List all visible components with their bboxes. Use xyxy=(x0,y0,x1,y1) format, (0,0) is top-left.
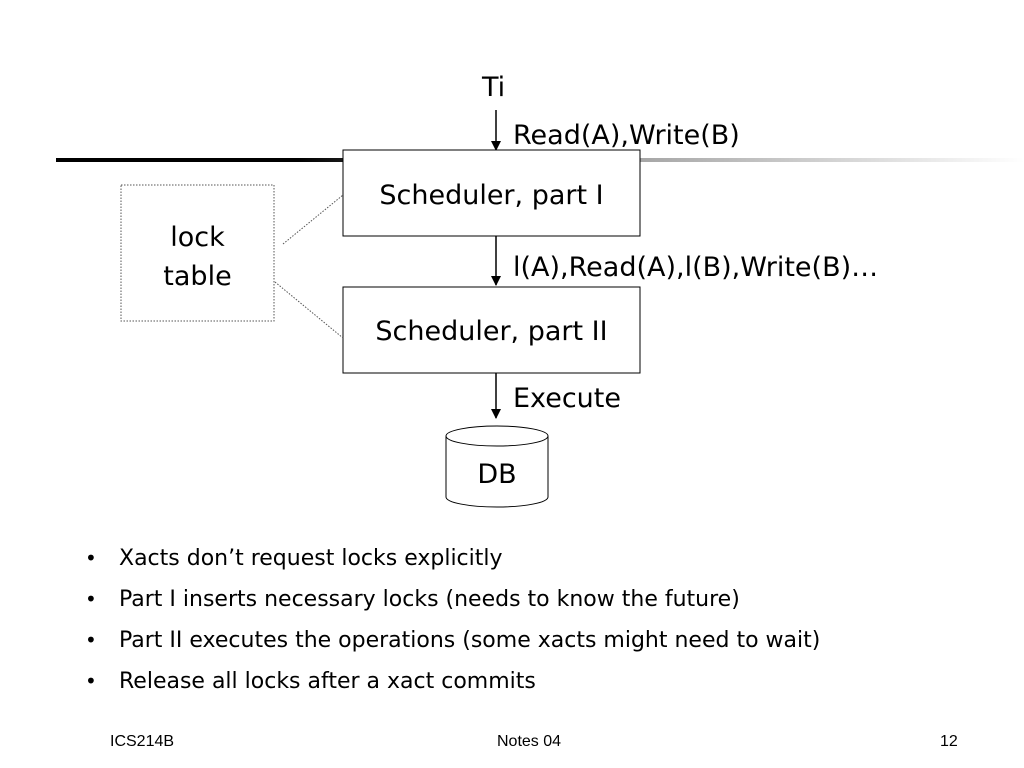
execute-label: Execute xyxy=(513,383,621,414)
connector-lock-table-to-part1 xyxy=(282,194,344,245)
lock-table-label-line2: table xyxy=(163,261,231,292)
connector-lock-table-to-part2 xyxy=(274,281,344,339)
intermediate-operations-label: l(A),Read(A),l(B),Write(B)… xyxy=(513,252,878,283)
bullet-dot-icon: • xyxy=(85,587,97,611)
bullet-text: Part I inserts necessary locks (needs to… xyxy=(119,587,740,612)
transaction-label: Ti xyxy=(481,72,505,103)
database-cylinder-icon xyxy=(445,425,549,508)
scheduler-part2-label: Scheduler, part II xyxy=(375,316,607,347)
scheduler-part1-box xyxy=(342,149,641,237)
input-operations-label: Read(A),Write(B) xyxy=(513,120,740,151)
scheduler-part1-label: Scheduler, part I xyxy=(379,180,603,211)
bullet-item: • Part II executes the operations (some … xyxy=(82,620,982,661)
scheduler-diagram: Ti Read(A),Write(B) Scheduler, part I l(… xyxy=(120,72,878,508)
bullet-text: Xacts don’t request locks explicitly xyxy=(119,546,503,571)
lock-table-label-line1: lock xyxy=(170,222,225,253)
bullet-item: • Part I inserts necessary locks (needs … xyxy=(82,579,982,620)
bullet-item: • Xacts don’t request locks explicitly xyxy=(82,538,982,579)
bullet-dot-icon: • xyxy=(85,546,97,570)
bullet-list: • Xacts don’t request locks explicitly •… xyxy=(82,538,982,702)
bullet-dot-icon: • xyxy=(85,628,97,652)
scheduler-part2-box xyxy=(342,286,641,374)
footer-page-number: 12 xyxy=(940,733,958,750)
bullet-text: Part II executes the operations (some xa… xyxy=(119,628,821,653)
lock-table-box xyxy=(120,184,275,322)
footer-notes-label: Notes 04 xyxy=(497,733,562,750)
bullet-dot-icon: • xyxy=(85,669,97,693)
database-label: DB xyxy=(477,459,516,490)
footer-course-code: ICS214B xyxy=(110,733,175,750)
bullet-text: Release all locks after a xact commits xyxy=(119,669,536,694)
bullet-item: • Release all locks after a xact commits xyxy=(82,661,982,702)
